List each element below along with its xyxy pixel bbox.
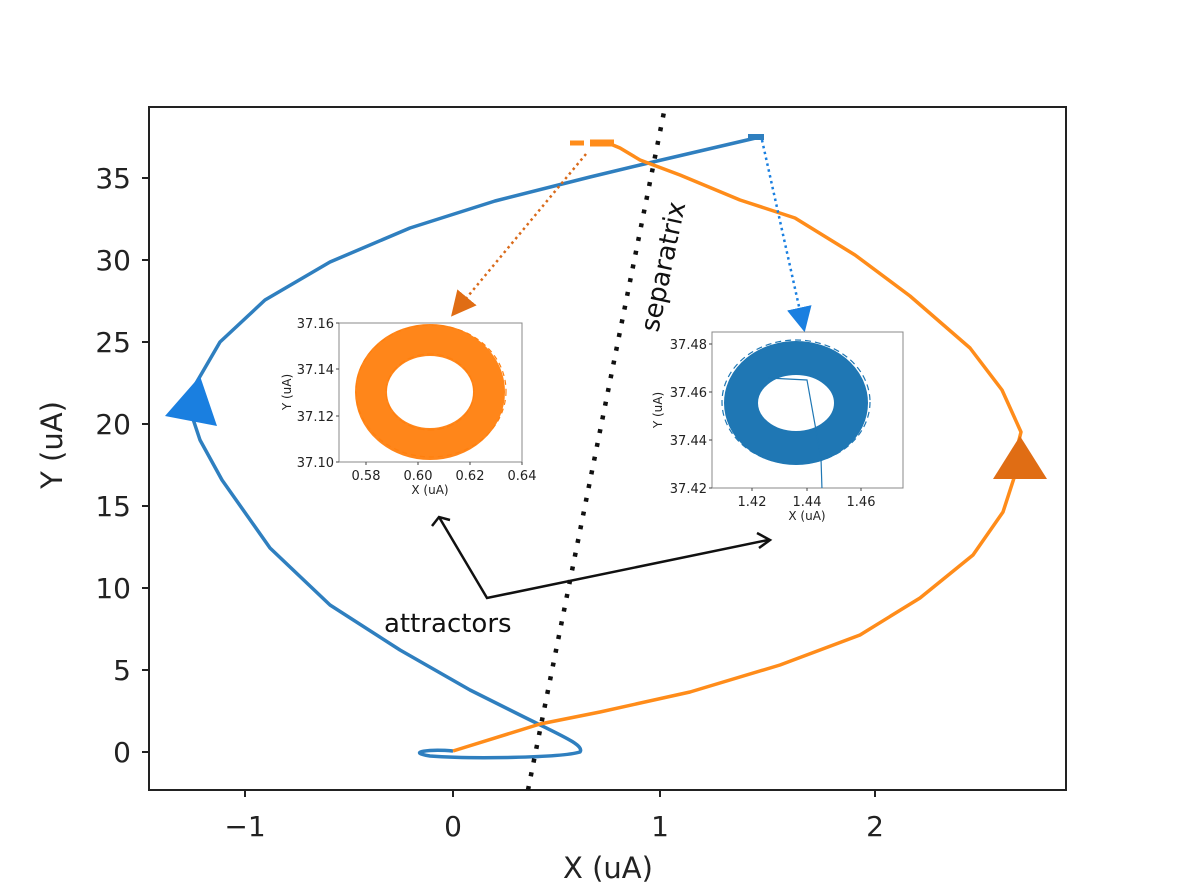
inset2-x-tick: 1.44: [793, 495, 822, 510]
inset2-y-tick: 37.46: [670, 386, 707, 401]
x-axis-label: X (uA): [563, 851, 653, 885]
inset1-y-tick: 37.14: [297, 363, 334, 378]
y-tick-label: 5: [113, 654, 131, 687]
inset1-x-tick: 0.60: [404, 469, 433, 484]
inset2-x-tick: 1.42: [738, 495, 767, 510]
y-axis-label: Y (uA): [35, 401, 69, 490]
y-tick-label: 10: [95, 572, 131, 605]
inset1-x-tick: 0.58: [352, 469, 381, 484]
inset1-x-label: X (uA): [411, 483, 448, 497]
y-tick-label: 20: [95, 408, 131, 441]
y-tick-label: 25: [95, 326, 131, 359]
x-tick-label: 1: [651, 810, 669, 843]
inset2-y-tick: 37.42: [670, 482, 707, 497]
x-tick-label: 2: [866, 810, 884, 843]
inset1-y-tick: 37.16: [297, 317, 334, 332]
inset1-y-label: Y (uA): [280, 374, 294, 411]
inset1-y-tick: 37.10: [297, 456, 334, 471]
blue-attractor-inset: 37.42 37.44 37.46 37.48 1.42 1.44 1.46 X…: [651, 331, 904, 523]
y-tick-label: 30: [95, 244, 131, 277]
orange-limit-cycle: [355, 324, 505, 460]
separatrix-line: [525, 111, 667, 790]
x-tick-label: 0: [444, 810, 462, 843]
orange-direction-marker-icon: [993, 436, 1047, 479]
inset1-y-tick: 37.12: [297, 410, 334, 425]
attractors-label: attractors: [384, 609, 512, 639]
attractors-arrow: [437, 516, 769, 600]
inset2-y-label: Y (uA): [651, 392, 665, 429]
attractors-arrowhead-left-icon: [431, 515, 451, 527]
inset2-y-tick: 37.44: [670, 434, 707, 449]
attractors-arrowhead-right-icon: [756, 531, 773, 550]
inset2-x-tick: 1.46: [847, 495, 876, 510]
inset1-x-tick: 0.62: [456, 469, 485, 484]
inset1-x-tick: 0.64: [508, 469, 537, 484]
inset2-y-tick: 37.48: [670, 338, 707, 353]
orange-attractor-inset: 37.10 37.12 37.14 37.16 0.58 0.60 0.62 0…: [280, 317, 536, 497]
y-tick-label: 35: [95, 162, 131, 195]
blue-limit-cycle: [724, 341, 868, 465]
y-tick-label: 0: [113, 736, 131, 769]
x-tick-label: −1: [224, 810, 265, 843]
main-axes-frame: [148, 106, 1067, 791]
blue-direction-marker-icon: [165, 376, 217, 426]
x-axis: [244, 790, 876, 797]
inset2-x-label: X (uA): [788, 509, 825, 523]
y-axis: [142, 177, 149, 753]
y-tick-label: 15: [95, 490, 131, 523]
blue-inset-pointer: [760, 139, 812, 333]
